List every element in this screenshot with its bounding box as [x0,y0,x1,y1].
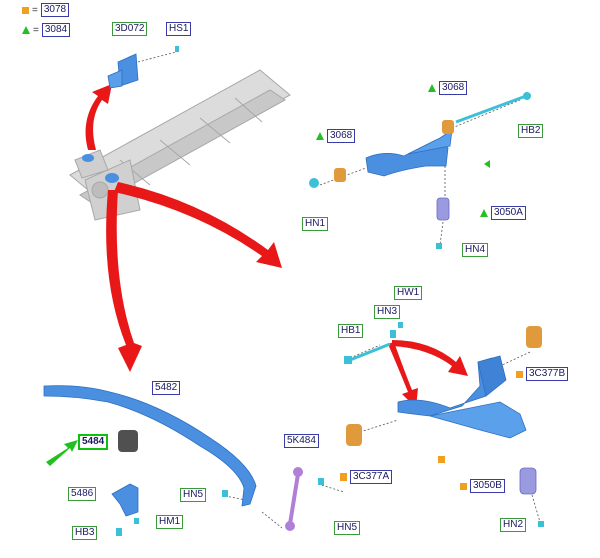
arrow-to-stabilizer [106,190,142,372]
label-5482: 5482 [152,381,181,395]
label-hn2: HN2 [500,518,527,532]
bushing-3c377a [346,424,362,446]
label-3068-top: 3068 [439,81,468,95]
legend-triangle-row: = 3084 [22,23,71,37]
bolt-hs1 [175,46,179,52]
legend-equals: = [32,4,38,16]
label-3c377b: 3C377B [526,367,569,381]
ball-joint-3050b [519,467,537,495]
lower-control-arm [397,355,527,439]
bushing-3c377b [526,326,542,348]
label-hn4: HN4 [462,243,489,257]
label-3c377a: 3C377A [350,470,393,484]
label-3050a: 3050A [491,206,526,220]
label-hb1: HB1 [338,324,364,338]
triangle-marker-upper [484,160,490,168]
label-hn3: HN3 [374,305,401,319]
nut-hn1 [309,178,319,188]
label-3050b-row: 3050B [460,479,505,493]
nut-hn2 [538,521,544,527]
upper-control-arm [365,129,453,177]
label-hm1: HM1 [156,515,184,529]
label-3068-left: 3068 [327,129,356,143]
nut-hn5-right [318,478,324,485]
triangle-marker-icon [480,209,488,217]
square-marker-icon [340,473,347,481]
nut-hn5-left [222,490,228,497]
frame-mount-highlight [82,154,119,183]
legend-equals: = [33,24,39,36]
label-hn5-left: HN5 [180,488,207,502]
label-hs1: HS1 [166,22,192,36]
label-3068-top-row: 3068 [428,81,468,95]
legend-triangle-code: 3084 [41,23,71,37]
label-3c377a-row: 3C377A [340,470,393,484]
nut-hm1 [134,518,139,524]
label-5k484: 5K484 [284,434,319,448]
square-marker-icon [22,6,29,14]
square-marker-icon [516,370,523,378]
frame-bracket-3d072 [107,53,139,89]
bushing-3068-upper [442,120,454,134]
green-callout-arrow [46,440,78,466]
legend-square-code: 3078 [40,3,70,17]
label-5486: 5486 [68,487,97,501]
long-bolt-hb2 [455,92,531,124]
arrow-to-lower-arm-left [388,342,418,408]
stabilizer-bar-5482 [43,385,257,507]
bolt-hb3 [116,528,122,536]
bushing-3068-lower [334,168,346,182]
triangle-marker-icon [316,132,324,140]
square-marker-icon [460,482,467,490]
label-hw1: HW1 [394,286,423,300]
arrow-to-upper-arm [114,182,282,268]
label-3050a-row: 3050A [480,206,526,220]
bolt-hb1 [344,342,391,364]
label-5484: 5484 [78,434,109,450]
legend-square-row: = 3078 [22,3,70,17]
nut-hn4 [436,243,442,249]
label-3068-left-row: 3068 [316,129,356,143]
red-arrows [85,84,468,408]
vehicle-frame [69,69,291,221]
ball-joint-3050a [436,197,450,221]
label-3d072: 3D072 [112,22,148,36]
label-hn1: HN1 [302,217,329,231]
square-marker-lower [438,456,445,463]
bushing-5484 [118,430,138,452]
nut-hn3-washer-hw1 [390,322,403,338]
arrow-to-bracket [85,84,112,150]
arrow-to-lower-arm-right [392,340,468,376]
label-3050b: 3050B [470,479,505,493]
label-hb3: HB3 [72,526,98,540]
label-3c377b-row: 3C377B [516,367,569,381]
bracket-5486 [111,483,139,517]
label-hb2: HB2 [518,124,544,138]
label-hn5-right: HN5 [334,521,361,535]
triangle-marker-icon [22,26,30,34]
triangle-marker-icon [428,84,436,92]
stabilizer-link-5k484 [285,467,303,531]
